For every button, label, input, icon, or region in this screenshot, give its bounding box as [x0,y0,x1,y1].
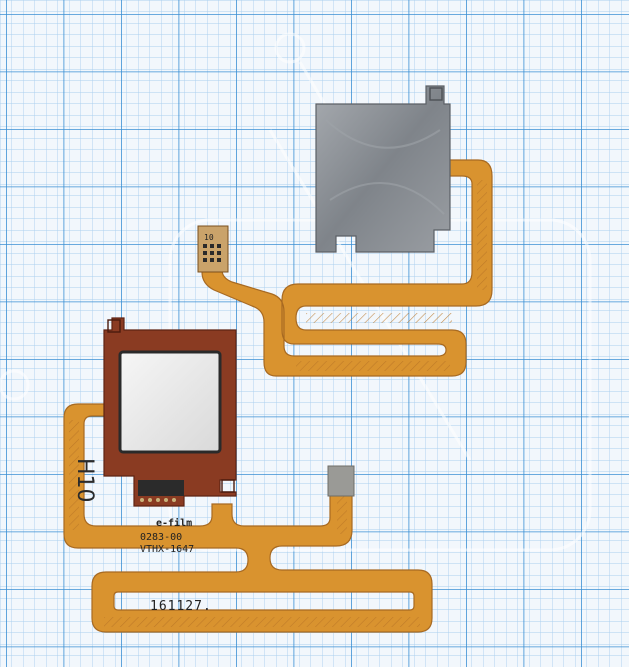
metal-shield-plate [315,85,451,253]
bottom-flex-ribbon [63,392,433,633]
fingerprint-sensor [118,350,222,454]
handwritten-mark: H10 [72,458,97,503]
connector-chip [138,480,184,496]
bottom-connector-pad [327,465,355,497]
date-code: 161127. [150,599,212,614]
rev-code: VTHX-1647 [140,544,194,555]
top-connector-pad [197,225,229,273]
bottom-flex-cable: e-film 0283-00 VTHX-1647 161127. H10 [63,317,433,633]
top-flex-cable: 10 [197,85,493,377]
top-pin-label: 10 [204,233,214,242]
brand-mark: e-film [156,517,192,529]
part-code: 0283-00 [140,532,182,543]
